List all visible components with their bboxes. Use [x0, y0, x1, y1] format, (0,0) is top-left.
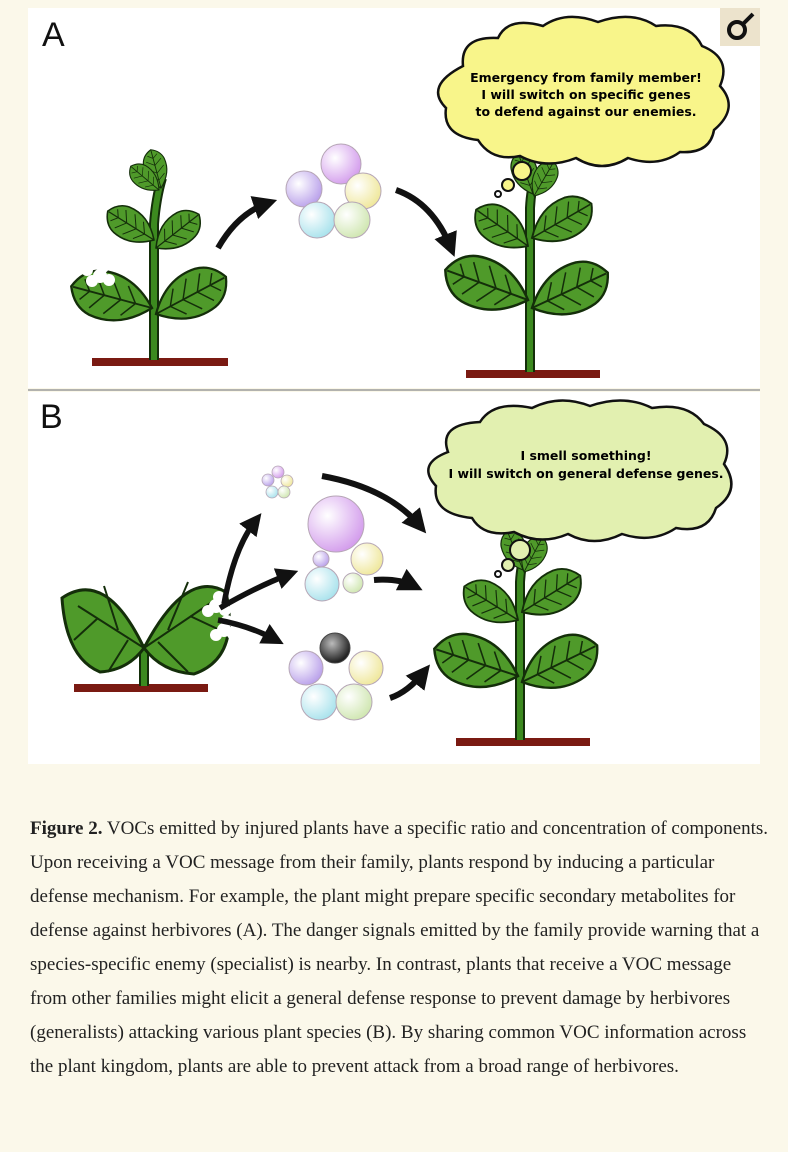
voc-cluster-large	[304, 495, 384, 602]
emission-arrow-a	[215, 196, 278, 250]
emission-arrow-up	[221, 513, 262, 605]
soil-line	[74, 684, 208, 692]
soil-line	[92, 358, 228, 366]
panel-a-label: A	[42, 16, 65, 54]
caption-label: Figure 2.	[30, 818, 103, 839]
damaged-plant-a	[63, 146, 238, 366]
panel-b: B	[28, 392, 760, 764]
reception-arrow-middle	[373, 568, 423, 591]
panel-b-label: B	[40, 398, 63, 436]
thought-bubble-b: I smell something! I will switch on gene…	[427, 399, 733, 578]
thought-bubble-a: Emergency from family member! I will swi…	[436, 15, 730, 198]
bubble-a-line-1: Emergency from family member!	[470, 70, 702, 85]
bubble-b-line-1: I smell something!	[520, 448, 651, 463]
voc-cluster-a	[285, 143, 382, 239]
damaged-plant-b	[60, 581, 239, 692]
figure-caption: Figure 2. VOCs emitted by injured plants…	[30, 812, 772, 1084]
bubble-a-line-2: I will switch on specific genes	[481, 87, 690, 102]
reception-arrow-top	[321, 473, 427, 534]
magnifier-logo-icon	[720, 8, 760, 46]
voc-cluster-small	[261, 465, 294, 499]
emission-arrow-down	[217, 617, 284, 645]
reception-arrow-bottom	[388, 664, 430, 701]
bubble-a-line-3: to defend against our enemies.	[475, 104, 696, 119]
emission-arrow-middle	[218, 568, 299, 611]
soil-line	[456, 738, 590, 746]
voc-signaling-diagram: A	[28, 8, 760, 764]
bubble-b-line-2: I will switch on general defense genes.	[448, 466, 723, 481]
voc-cluster-mixed	[288, 632, 384, 721]
panel-a: A	[28, 8, 760, 388]
soil-line	[466, 370, 600, 378]
reception-arrow-a	[394, 187, 457, 257]
caption-text: VOCs emitted by injured plants have a sp…	[30, 818, 769, 1077]
receiving-plant-a	[435, 147, 619, 378]
